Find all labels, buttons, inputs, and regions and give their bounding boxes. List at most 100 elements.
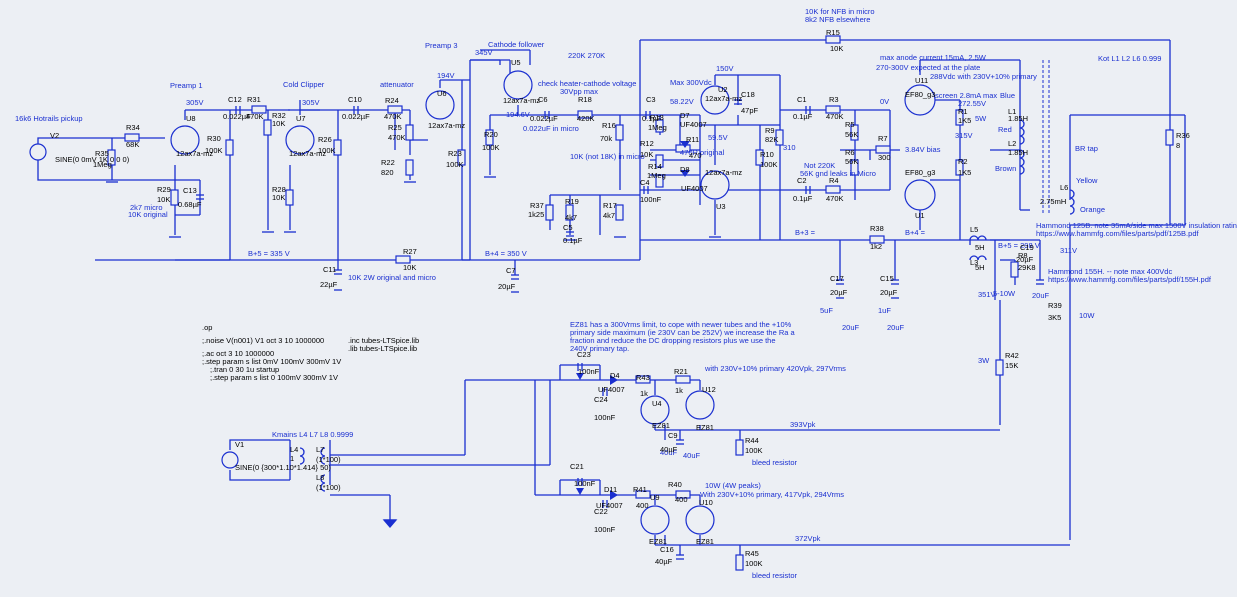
note-311: 311V xyxy=(1060,246,1077,255)
note-gndleaks: 56K gnd leaks in Micro xyxy=(800,169,876,178)
part-value: 82K xyxy=(765,135,778,144)
part-ref: D11 xyxy=(604,485,617,494)
psu-wiring xyxy=(229,364,1070,555)
part-ref: D4 xyxy=(610,371,620,380)
extra-values: 5uF 1uF 20uF 20uF 20uF 40uF 40uF 5-10W xyxy=(660,289,1050,460)
part-value: UF4007 xyxy=(598,385,625,394)
part-value: EZ81 xyxy=(649,537,667,546)
note-kmains: Kmains L4 L7 L8 0.9999 xyxy=(272,430,353,439)
note-hotrails: 16k6 Hotrails pickup xyxy=(15,114,83,123)
part-value: 1k xyxy=(640,389,648,398)
part-value: 10K xyxy=(272,193,285,202)
part-value: 1Meg xyxy=(647,171,666,180)
part-ref: R24 xyxy=(385,96,399,105)
note-step2: ;.step param s list 0 100mV 300mV 1V xyxy=(210,373,338,382)
part-ref: C9 xyxy=(668,431,678,440)
note-max300: Max 300Vdc xyxy=(670,78,712,87)
part-value: 1 xyxy=(290,454,294,463)
note-r220: 220K 270K xyxy=(568,51,605,60)
part-value: 400 xyxy=(675,495,688,504)
part-value: 20µF xyxy=(880,288,898,297)
part-value: 100nF xyxy=(640,195,662,204)
part-value: 100K xyxy=(745,446,763,455)
part-value: 12ax7a-mz xyxy=(705,94,742,103)
part-value: 56K xyxy=(845,157,858,166)
part-value: 10K xyxy=(272,119,285,128)
part-value: 10K xyxy=(640,150,653,159)
part-value: EZ81 xyxy=(696,537,714,546)
part-ref: R1 xyxy=(958,107,968,116)
part-value: 12ax7a-mz xyxy=(503,96,540,105)
part-value: 20µF xyxy=(498,282,516,291)
note-nfb2: 8k2 NFB elsewhere xyxy=(805,15,870,24)
part-ref: R21 xyxy=(674,367,688,376)
voltage-label: 59.5V xyxy=(708,133,728,142)
part-ref: R20 xyxy=(484,130,498,139)
part-ref: R8 xyxy=(1018,251,1028,260)
note-cathode-follower: Cathode follower xyxy=(488,40,545,49)
part-value: 1k25 xyxy=(528,210,544,219)
part-value: 100nF xyxy=(574,479,596,488)
part-ref: C24 xyxy=(594,395,608,404)
note-coldclipper: Cold Clipper xyxy=(283,80,325,89)
note-hammond125: Hammond 125B. note 35mA/side max 1500V i… xyxy=(1036,221,1237,230)
part-value: 470K xyxy=(246,112,264,121)
part-ref: C2 xyxy=(797,176,807,185)
part-value: 0.1µF xyxy=(793,112,813,121)
note-hammond155-url: https://www.hammfg.com/files/parts/pdf/1… xyxy=(1048,275,1212,284)
part-value: EZ81 xyxy=(652,421,670,430)
part-ref: R5 xyxy=(845,120,855,129)
part-ref: U1 xyxy=(915,211,925,220)
note-v288: 288Vdc with 230V+10% primary xyxy=(930,72,1037,81)
part-ref: R37 xyxy=(530,201,544,210)
part-ref: R18 xyxy=(578,95,592,104)
note-r29-2: 10K original xyxy=(128,210,168,219)
part-ref: C10 xyxy=(348,95,362,104)
part-ref: L6 xyxy=(1060,183,1068,192)
part-value: 1.85H xyxy=(1008,114,1028,123)
value-label: 1uF xyxy=(878,306,891,315)
voltage-label: 0V xyxy=(880,97,889,106)
note-5w: 5W xyxy=(975,114,987,123)
note-tran: ;.tran 0 30 1u startup xyxy=(210,365,279,374)
part-ref: L8 xyxy=(316,473,324,482)
voltage-label: 194.6V xyxy=(506,110,530,119)
part-value: 0.1µF xyxy=(793,194,813,203)
part-ref: R41 xyxy=(633,485,647,494)
part-ref: C18 xyxy=(741,90,755,99)
part-value: 470K xyxy=(826,194,844,203)
part-value: EF80_g3 xyxy=(905,168,935,177)
part-value: 47pF xyxy=(741,106,759,115)
part-ref: U12 xyxy=(702,385,716,394)
part-ref: L2 xyxy=(1008,139,1016,148)
part-value: 5H xyxy=(975,263,985,272)
part-value: 1K5 xyxy=(958,116,971,125)
value-label: 40uF xyxy=(683,451,701,460)
part-ref: U7 xyxy=(296,114,306,123)
part-ref: L3 xyxy=(970,258,978,267)
part-ref: R28 xyxy=(272,185,286,194)
part-ref: R11 xyxy=(686,135,699,144)
part-ref: C19 xyxy=(1020,243,1034,252)
note-ez81-4: 240V primary tap. xyxy=(570,344,629,353)
part-ref: C17 xyxy=(830,274,844,283)
part-value: 12ax7a-mz xyxy=(176,149,213,158)
part-ref: V1 xyxy=(235,440,244,449)
note-step1: ;.step param s list 0mV 100mV 300mV 1V xyxy=(202,357,341,366)
note-ez81-2: primary side maximum (ie 230V can be 252… xyxy=(570,328,796,337)
part-value: 0.1µF xyxy=(563,236,583,245)
voltage-label: 345V xyxy=(475,48,493,57)
note-hammond155: Hammond 155H. -- note max 400Vdc xyxy=(1048,267,1172,276)
part-ref: L7 xyxy=(316,445,324,454)
value-label: 5-10W xyxy=(993,289,1016,298)
part-ref: R35 xyxy=(95,149,109,158)
part-ref: R40 xyxy=(668,480,682,489)
part-value: 0.022µF xyxy=(530,114,558,123)
part-ref: R22 xyxy=(381,158,395,167)
part-value: UF4007 xyxy=(680,120,707,129)
part-ref: R44 xyxy=(745,436,759,445)
note-attenuator: attenuator xyxy=(380,80,414,89)
part-value: 29K8 xyxy=(1018,263,1036,272)
part-value: 3K5 xyxy=(1048,313,1061,322)
part-value: 4k7 xyxy=(565,213,577,222)
